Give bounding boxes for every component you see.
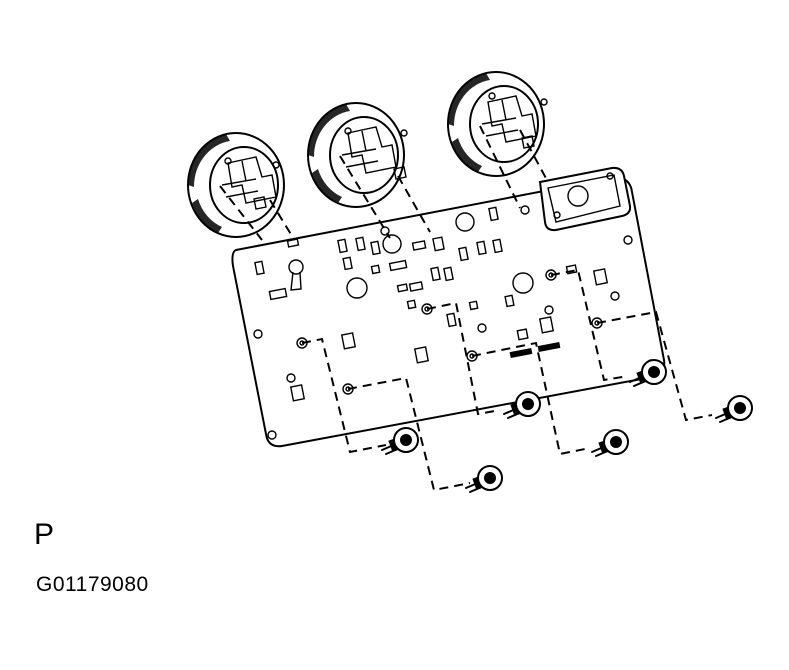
screw-icon: [629, 359, 667, 387]
circuit-board: [231, 166, 666, 448]
screw-icon: [503, 391, 541, 419]
screw-alignment-lines: [301, 268, 713, 492]
knob-alignment-lines: [219, 125, 549, 241]
knob-icon: [187, 132, 285, 238]
figure-code: G01179080: [36, 573, 149, 596]
view-label: P: [34, 518, 55, 551]
screw-icon: [715, 395, 753, 423]
screw-icon: [465, 465, 503, 493]
knob-icon: [447, 71, 548, 177]
knob-icon: [307, 102, 408, 208]
screw-icon: [381, 427, 419, 455]
screw-icon: [591, 429, 629, 457]
